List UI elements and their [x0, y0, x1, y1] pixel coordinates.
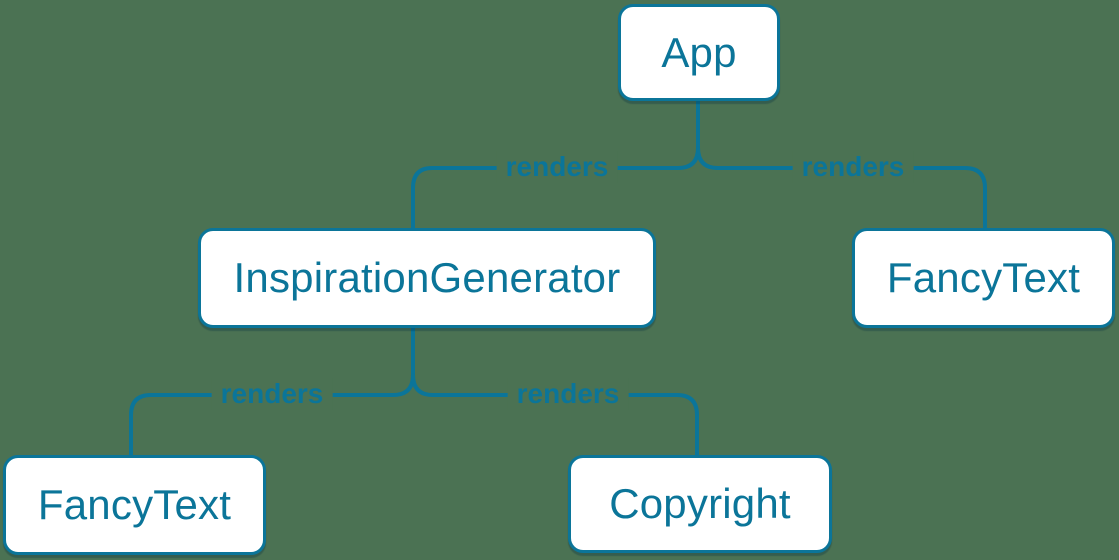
edge-label-renders-1: renders — [496, 151, 618, 183]
node-copyright-label: Copyright — [609, 480, 791, 527]
edge-label-renders-4: renders — [507, 378, 629, 410]
edge-app-to-fancy-text-right — [696, 146, 987, 230]
node-copyright: Copyright — [568, 455, 832, 553]
node-fancy-text-right: FancyText — [852, 228, 1115, 328]
edge-label-renders-2: renders — [792, 151, 914, 183]
node-fancy-text-right-label: FancyText — [886, 254, 1081, 301]
node-app-label: App — [661, 28, 737, 76]
node-inspiration-generator: InspirationGenerator — [198, 228, 656, 328]
edge-label-renders-3: renders — [211, 378, 333, 410]
node-app: App — [618, 4, 780, 101]
node-inspiration-generator-label: InspirationGenerator — [233, 254, 621, 301]
node-fancy-text-left-label: FancyText — [37, 481, 232, 528]
edge-inspiration-generator-to-copyright — [411, 373, 699, 457]
node-fancy-text-left: FancyText — [3, 455, 266, 555]
